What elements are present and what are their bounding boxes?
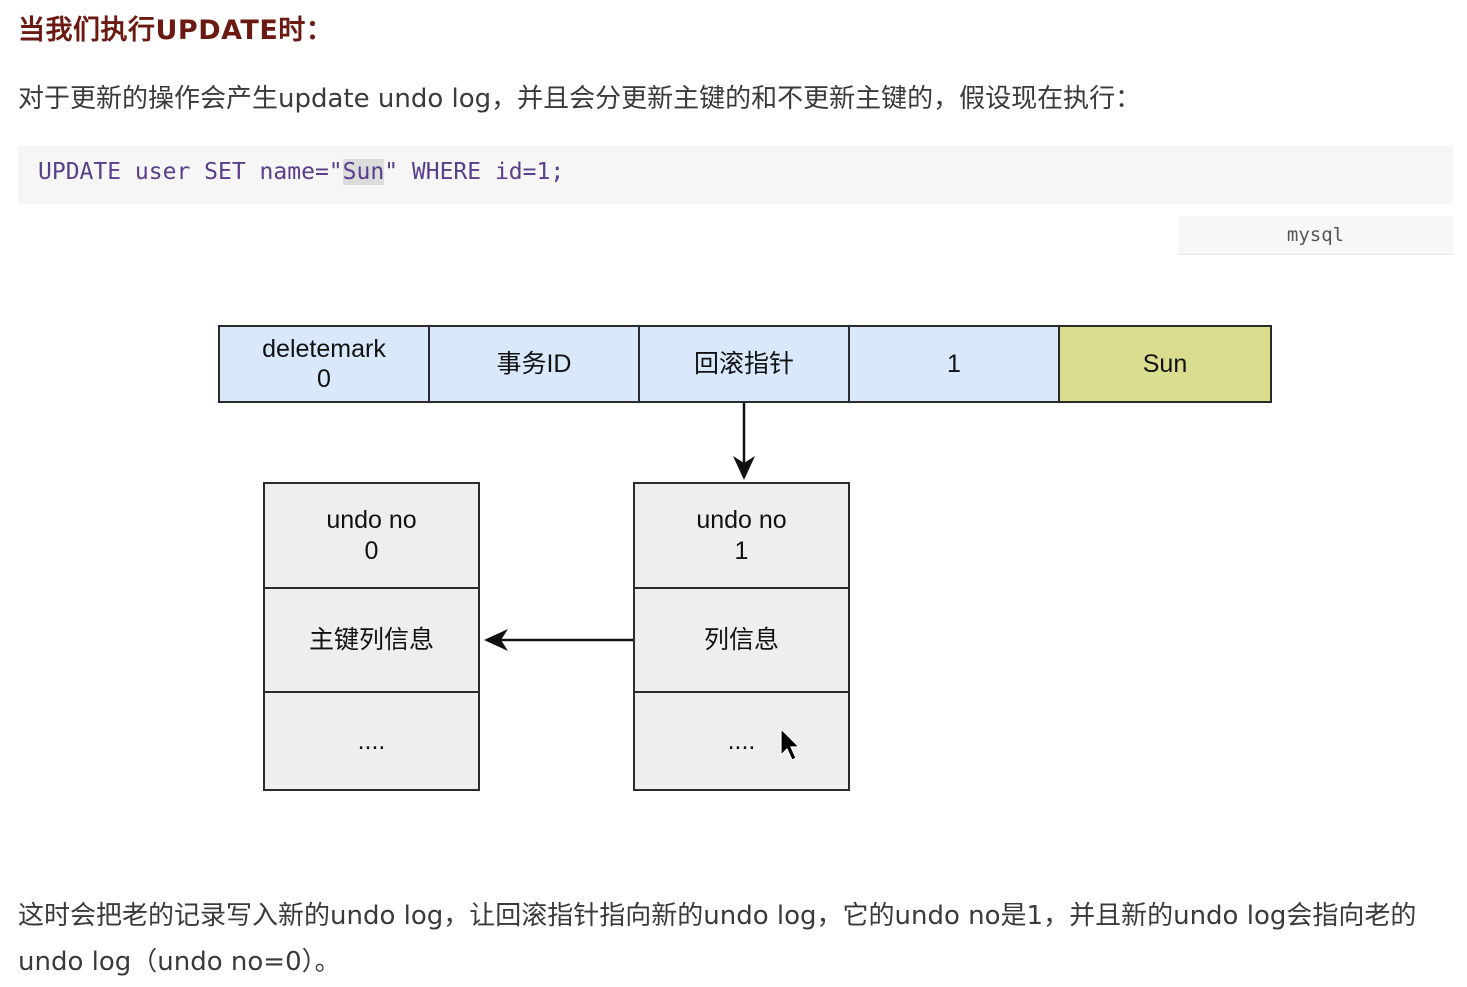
- deletemark-value: 0: [317, 365, 331, 393]
- intro-paragraph: 对于更新的操作会产生update undo log，并且会分更新主键的和不更新主…: [18, 84, 1142, 114]
- record-deletemark-cell: deletemark 0: [220, 327, 430, 401]
- undo-log-new-header: undo no 1: [635, 484, 848, 589]
- roll-pointer-arrow: [733, 403, 755, 480]
- code-language-label: mysql: [1178, 216, 1453, 255]
- undo-log-new: undo no 1 列信息 ....: [633, 482, 850, 791]
- undo-no-label: undo no: [696, 505, 787, 534]
- code-text-after: " WHERE id=1;: [384, 159, 565, 185]
- record-roll-pointer-cell: 回滚指针: [640, 327, 850, 401]
- undo-no-value: 1: [734, 536, 749, 565]
- record-id-cell: 1: [850, 327, 1060, 401]
- section-heading: 当我们执行UPDATE时：: [18, 15, 334, 46]
- undo-log-old-info: 主键列信息: [265, 589, 478, 693]
- record-name-cell: Sun: [1060, 327, 1270, 401]
- record-row: deletemark 0 事务ID 回滚指针 1 Sun: [218, 325, 1272, 403]
- undo-log-old: undo no 0 主键列信息 ....: [263, 482, 480, 791]
- code-text-selected: Sun: [342, 159, 385, 185]
- code-line[interactable]: UPDATE user SET name="Sun" WHERE id=1;: [38, 159, 564, 185]
- undo-log-new-more: ....: [727, 726, 756, 755]
- undo-log-old-header: undo no 0: [265, 484, 478, 589]
- undo-log-new-info: 列信息: [635, 589, 848, 693]
- undo-no-value: 0: [364, 536, 379, 565]
- deletemark-label: deletemark: [262, 335, 386, 363]
- undo-chain-arrow: [484, 629, 633, 651]
- code-block[interactable]: UPDATE user SET name="Sun" WHERE id=1;: [18, 146, 1453, 204]
- explanation-paragraph: 这时会把老的记录写入新的undo log，让回滚指针指向新的undo log，它…: [18, 901, 1417, 977]
- record-trx-id-cell: 事务ID: [430, 327, 640, 401]
- undo-no-label: undo no: [326, 505, 417, 534]
- undo-log-old-more: ....: [357, 726, 386, 755]
- code-text-before: UPDATE user SET name=": [38, 159, 343, 185]
